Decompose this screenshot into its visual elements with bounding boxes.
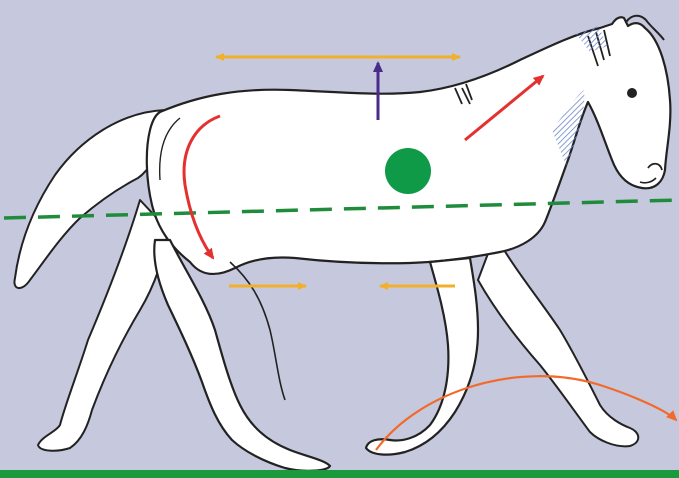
- ground-line: [0, 470, 679, 478]
- center-of-mass-dot: [385, 148, 431, 194]
- horse-eye: [627, 88, 637, 98]
